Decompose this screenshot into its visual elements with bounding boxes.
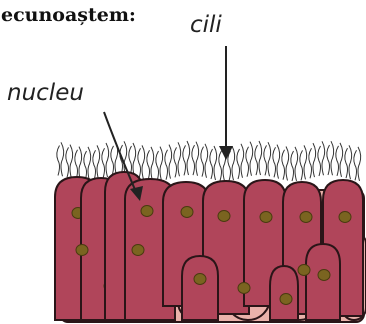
nucleus [260, 212, 272, 223]
nucleus [218, 211, 230, 222]
cilium [183, 145, 186, 175]
cilium [102, 148, 105, 178]
cilium [111, 146, 114, 176]
pointer-arrowhead-cili [219, 146, 233, 160]
nucleus [194, 274, 206, 285]
cilium [192, 145, 195, 175]
cilium [93, 150, 96, 180]
cilium [133, 143, 136, 177]
cilium [336, 146, 339, 176]
cilium [156, 151, 159, 181]
cilium [210, 149, 213, 179]
cilium [214, 146, 217, 180]
nucleus [318, 270, 330, 281]
cilium [79, 147, 82, 181]
cilium [84, 151, 87, 181]
cilium [151, 147, 154, 181]
cilium [88, 147, 91, 181]
cilium [313, 143, 316, 177]
cilium [282, 150, 285, 180]
nucleus [280, 294, 292, 305]
cilium [169, 145, 172, 179]
cilium [273, 147, 276, 177]
cilium [358, 147, 361, 181]
cilium [196, 142, 199, 176]
cilium [241, 144, 244, 178]
nucleus [132, 245, 144, 256]
cilium [255, 145, 258, 175]
nucleus [238, 283, 250, 294]
nucleus [339, 212, 351, 223]
cilium [345, 148, 348, 178]
columnar-cell [270, 266, 298, 320]
cilium [264, 145, 267, 175]
cilium [66, 147, 69, 177]
columnar-cell [182, 256, 218, 320]
cilium [70, 145, 73, 179]
cilium [106, 143, 109, 177]
nucleus [141, 206, 153, 217]
cilium [61, 142, 64, 176]
cilium [277, 145, 280, 179]
nucleus [181, 207, 193, 218]
nucleus [300, 212, 312, 223]
cilium [295, 147, 298, 181]
columnar-cell [306, 244, 340, 320]
cilium [160, 147, 163, 181]
cilium [331, 141, 334, 175]
cilium [309, 148, 312, 178]
cilium [57, 146, 60, 176]
cilium [322, 141, 325, 175]
cilium [318, 146, 321, 176]
cilium [286, 147, 289, 181]
cilium [304, 145, 307, 179]
cilium [178, 142, 181, 176]
cell-layer [55, 172, 366, 322]
cilium [138, 148, 141, 178]
cilium [246, 147, 249, 177]
cilium [268, 142, 271, 176]
cilium [354, 150, 357, 180]
cilium [259, 141, 262, 175]
cilium [327, 145, 330, 175]
cilium [75, 150, 78, 180]
cilium [300, 150, 303, 180]
cilium [219, 151, 222, 181]
cilium [187, 141, 190, 175]
cilium [165, 150, 168, 180]
cilium [201, 147, 204, 177]
nucleus [298, 265, 310, 276]
cilium [142, 145, 145, 179]
nucleus [76, 245, 88, 256]
cilium [349, 145, 352, 179]
cilia-layer [57, 141, 361, 181]
cilium [291, 151, 294, 181]
cilium [250, 142, 253, 176]
cilium [97, 145, 100, 179]
cilium [205, 144, 208, 178]
cilium [237, 149, 240, 179]
cilium [147, 150, 150, 180]
cilium [232, 146, 235, 180]
cilium [174, 147, 177, 177]
cilium [340, 143, 343, 177]
